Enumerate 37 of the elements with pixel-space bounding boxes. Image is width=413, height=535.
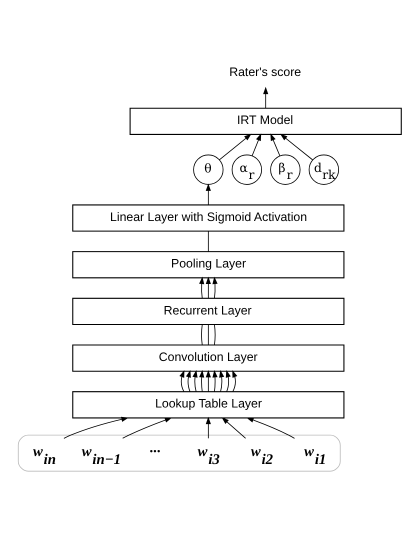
- node-box: Convolution Layer: [72, 344, 344, 372]
- arrow: [246, 417, 295, 438]
- arrow: [122, 417, 172, 438]
- node-text: ···: [149, 443, 160, 460]
- arrow: [206, 182, 211, 205]
- arrow: [263, 86, 268, 108]
- connector: [201, 324, 203, 345]
- arrow: [219, 370, 224, 392]
- connector: [208, 230, 209, 252]
- node-text: Rater's score: [229, 64, 302, 78]
- arrow: [179, 370, 184, 392]
- node-box: Lookup Table Layer: [72, 390, 344, 418]
- arrow: [226, 370, 231, 392]
- node-box: IRT Model: [130, 107, 402, 134]
- arrow: [219, 133, 252, 160]
- node-box: Pooling Layer: [72, 250, 344, 278]
- connector: [208, 324, 209, 345]
- arrow: [212, 370, 218, 392]
- arrow: [64, 416, 129, 438]
- arrow: [222, 416, 246, 438]
- arrow: [206, 276, 211, 298]
- arrow: [192, 370, 198, 392]
- arrow: [186, 370, 191, 392]
- arrow: [206, 416, 211, 438]
- node-box: Recurrent Layer: [72, 297, 344, 325]
- arrow: [252, 132, 262, 156]
- cluster: [18, 434, 341, 472]
- arrow: [212, 276, 218, 298]
- arrow: [280, 133, 314, 160]
- arrow: [199, 276, 204, 298]
- arrow: [199, 370, 204, 392]
- node-box: Linear Layer with Sigmoid Activation: [72, 204, 344, 232]
- arrow: [232, 370, 238, 392]
- arrow: [206, 369, 211, 392]
- arrow: [270, 132, 280, 156]
- node-circle: θ: [193, 154, 224, 184]
- connector: [214, 324, 216, 345]
